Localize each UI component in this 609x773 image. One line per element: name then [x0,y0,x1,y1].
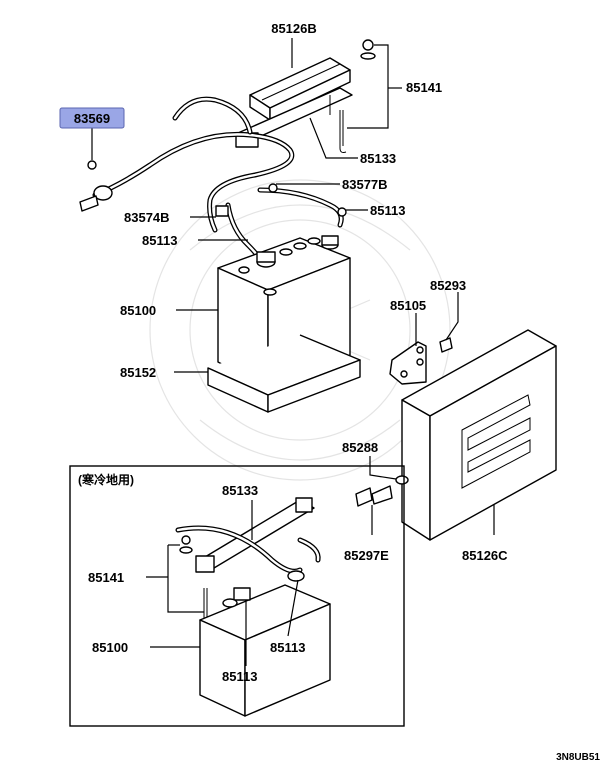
label-85141-inset: 85141 [88,570,124,585]
hold-down-bracket-inset [195,497,315,573]
wing-nut-85297e [355,485,393,507]
label-85126b: 85126B [271,21,317,36]
label-85113-a: 85113 [370,203,405,218]
ecu-85126c [401,329,557,541]
wire-harness-83569 [79,96,295,233]
ecu-bracket-85105 [389,341,427,385]
label-85100-inset: 85100 [92,640,128,655]
washer-85288 [395,475,409,485]
watermark-emblem [149,179,451,481]
label-85105: 85105 [390,298,426,313]
highlight-box [59,107,125,129]
label-85288: 85288 [342,440,378,455]
battery-cable-85113-a [257,183,347,228]
label-85297e: 85297E [344,548,389,563]
label-85100-top: 85100 [120,303,156,318]
hook-bolt-inset [179,535,211,629]
battery-tray-85152 [207,334,361,413]
label-85113-inset-right: 85113 [270,640,305,655]
battery-85100-inset [199,570,331,717]
inset-box [69,465,405,727]
label-85141-top: 85141 [406,80,442,95]
battery-cable-85113-b [215,202,265,265]
bolt-85293 [439,337,453,353]
inset-title: (寒冷地用) [78,472,134,487]
label-85133-top: 85133 [360,151,396,166]
label-85126c: 85126C [462,548,508,563]
label-85113-inset-bottom: 85113 [222,669,257,684]
label-83577b: 83577B [342,177,388,192]
label-85113-b: 85113 [142,233,177,248]
label-83574b: 83574B [124,210,170,225]
leader-lines [91,38,495,666]
battery-cover-85126b [249,57,351,121]
battery-85100-top [217,235,351,389]
label-83569-highlight: 83569 [59,107,125,129]
hook-bolt-top [339,39,376,153]
label-85133-inset: 85133 [222,483,258,498]
diagram-code: 3N8UB51 [556,752,600,763]
label-83569: 83569 [74,111,110,126]
callout-labels: 85126B 85141 83569 85133 83577B 83574B 8… [59,21,600,763]
label-85293: 85293 [430,278,466,293]
label-85152: 85152 [120,365,156,380]
